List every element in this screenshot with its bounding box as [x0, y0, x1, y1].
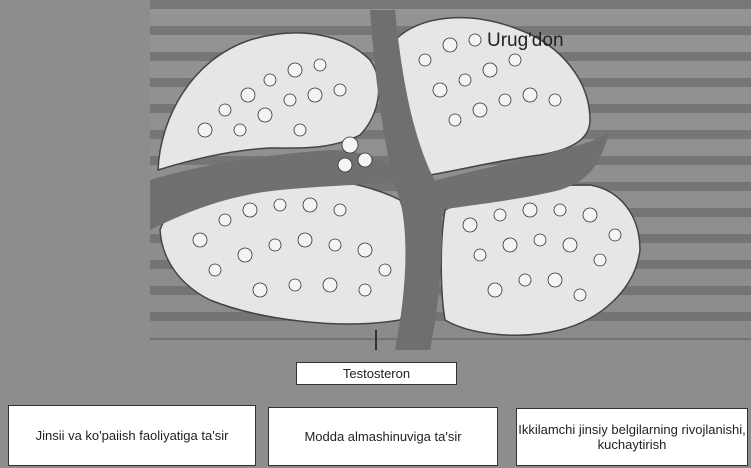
effect-label-secondary-traits: Ikkilamchi jinsiy belgilarning rivojlani… — [517, 422, 747, 452]
effect-label-metabolism: Modda almashinuviga ta'sir — [304, 429, 461, 444]
effect-box-metabolism: Modda almashinuviga ta'sir — [268, 407, 498, 466]
effect-box-reproduction: Jinsii va ko'paiish faoliyatiga ta'sir — [8, 405, 256, 466]
effect-label-reproduction: Jinsii va ko'paiish faoliyatiga ta'sir — [36, 428, 229, 443]
effect-box-secondary-traits: Ikkilamchi jinsiy belgilarning rivojlani… — [516, 408, 748, 466]
testis-illustration — [0, 0, 751, 350]
connectors — [131, 330, 632, 350]
lobule-bottom-right — [441, 185, 640, 335]
hormone-box: Testosteron — [296, 362, 457, 385]
diagram-title: Urug'don — [487, 30, 564, 52]
hormone-label: Testosteron — [343, 366, 410, 381]
